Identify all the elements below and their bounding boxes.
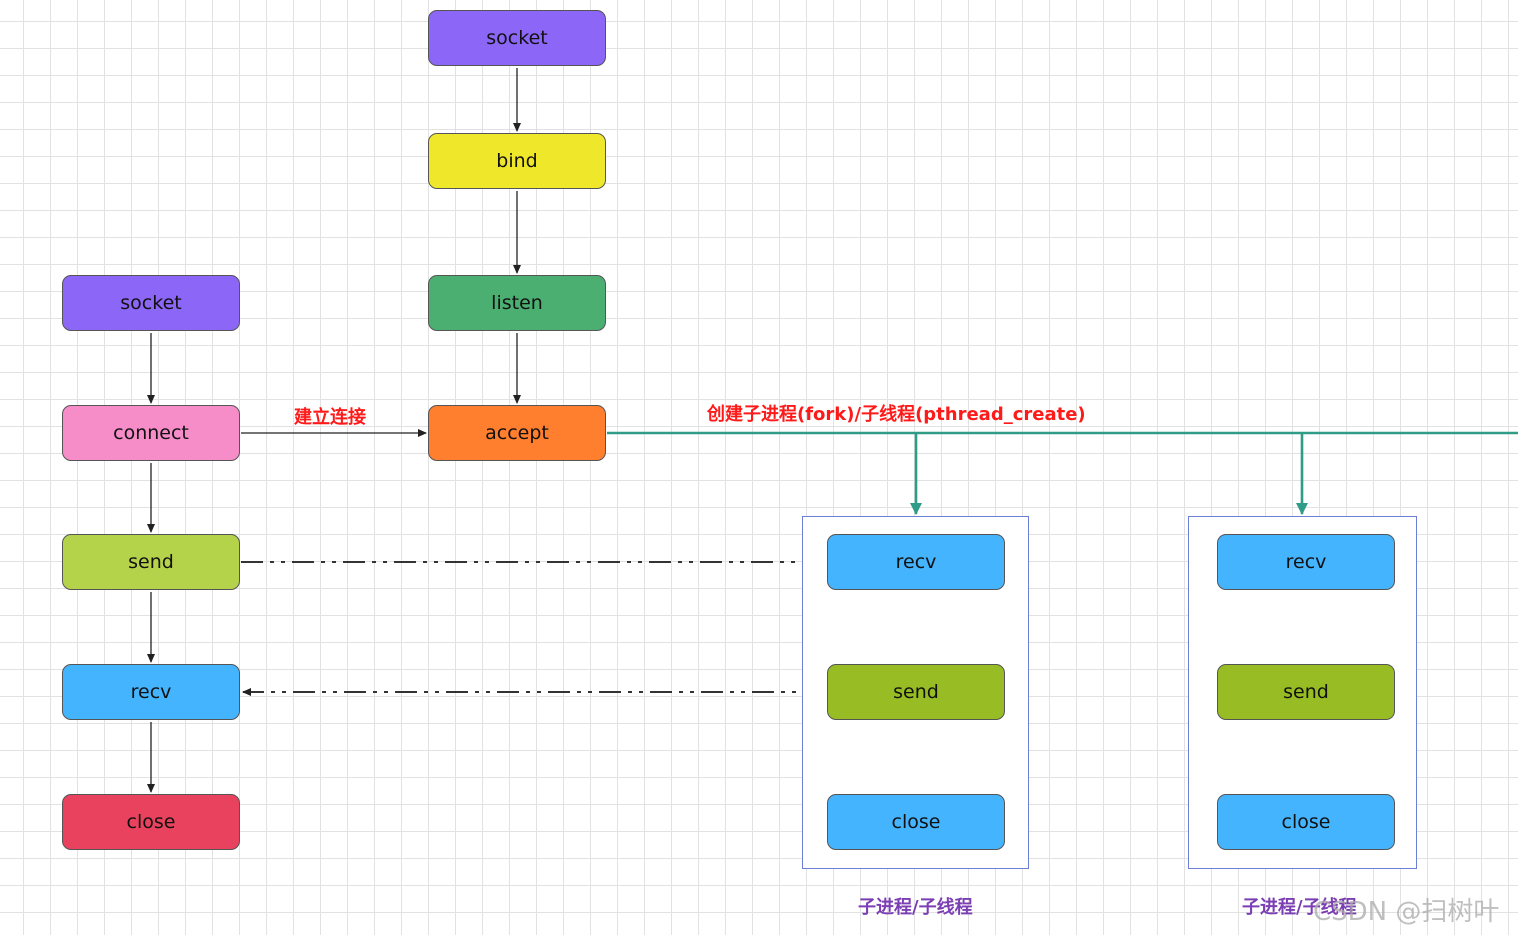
client-connect-node[interactable]: connect (62, 405, 240, 461)
client-close-node[interactable]: close (62, 794, 240, 850)
worker-2-send-node[interactable]: send (1217, 664, 1395, 720)
worker-1-close-node[interactable]: close (827, 794, 1005, 850)
watermark-text: CSDN @扫树叶 (1313, 897, 1500, 927)
worker-1-send-node[interactable]: send (827, 664, 1005, 720)
worker-2-recv-node[interactable]: recv (1217, 534, 1395, 590)
worker-1-recv-node[interactable]: recv (827, 534, 1005, 590)
client-recv-node[interactable]: recv (62, 664, 240, 720)
worker-group-1-caption: 子进程/子线程 (858, 897, 973, 918)
client-socket-node[interactable]: socket (62, 275, 240, 331)
server-accept-node[interactable]: accept (428, 405, 606, 461)
worker-group-2-caption: 子进程/子线程 (1242, 897, 1357, 918)
server-listen-node[interactable]: listen (428, 275, 606, 331)
server-bind-node[interactable]: bind (428, 133, 606, 189)
connect-edge-label: 建立连接 (294, 407, 366, 428)
server-socket-node[interactable]: socket (428, 10, 606, 66)
worker-2-close-node[interactable]: close (1217, 794, 1395, 850)
fork-edge-label: 创建子进程(fork)/子线程(pthread_create) (707, 404, 1086, 425)
client-send-node[interactable]: send (62, 534, 240, 590)
